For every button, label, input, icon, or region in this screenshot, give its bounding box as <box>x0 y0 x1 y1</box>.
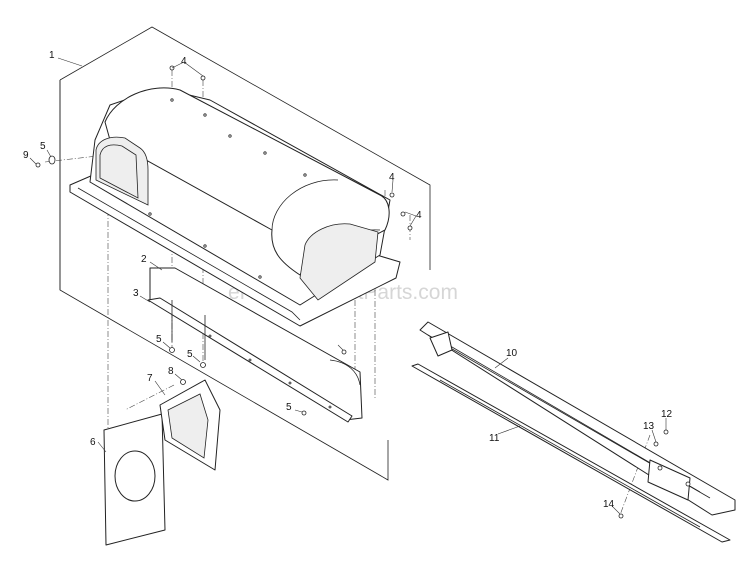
callout-labels: 1 2 3 4 4 4 5 5 5 5 6 7 8 9 10 11 12 13 … <box>23 50 673 510</box>
callout-6: 6 <box>90 437 96 448</box>
gasket-frame <box>159 379 221 471</box>
callout-10: 10 <box>506 348 518 359</box>
hardware <box>35 65 669 519</box>
callout-5-left: 5 <box>40 141 46 152</box>
callout-8: 8 <box>168 366 174 377</box>
callout-14: 14 <box>603 499 615 510</box>
mounting-plate <box>103 413 166 546</box>
callout-9: 9 <box>23 150 29 161</box>
callout-4-top: 4 <box>181 56 187 67</box>
hood-cover <box>69 87 401 327</box>
callout-3: 3 <box>133 288 139 299</box>
callout-5-lower-a: 5 <box>156 334 162 345</box>
callout-4-right-lower: 4 <box>416 210 422 221</box>
side-panel <box>147 267 363 423</box>
channel-rail <box>419 321 736 516</box>
leader-lines <box>29 57 667 515</box>
callout-4-right-upper: 4 <box>389 172 395 183</box>
assembly-frame <box>59 26 431 481</box>
callout-11: 11 <box>489 433 500 444</box>
callout-2: 2 <box>141 254 147 265</box>
callout-7: 7 <box>147 373 153 384</box>
callout-1: 1 <box>49 50 55 61</box>
callout-5-lower-b: 5 <box>187 349 193 360</box>
callout-5-lower-c: 5 <box>286 402 292 413</box>
callout-12: 12 <box>661 409 673 420</box>
thin-strip <box>411 363 731 543</box>
callout-13: 13 <box>643 421 655 432</box>
